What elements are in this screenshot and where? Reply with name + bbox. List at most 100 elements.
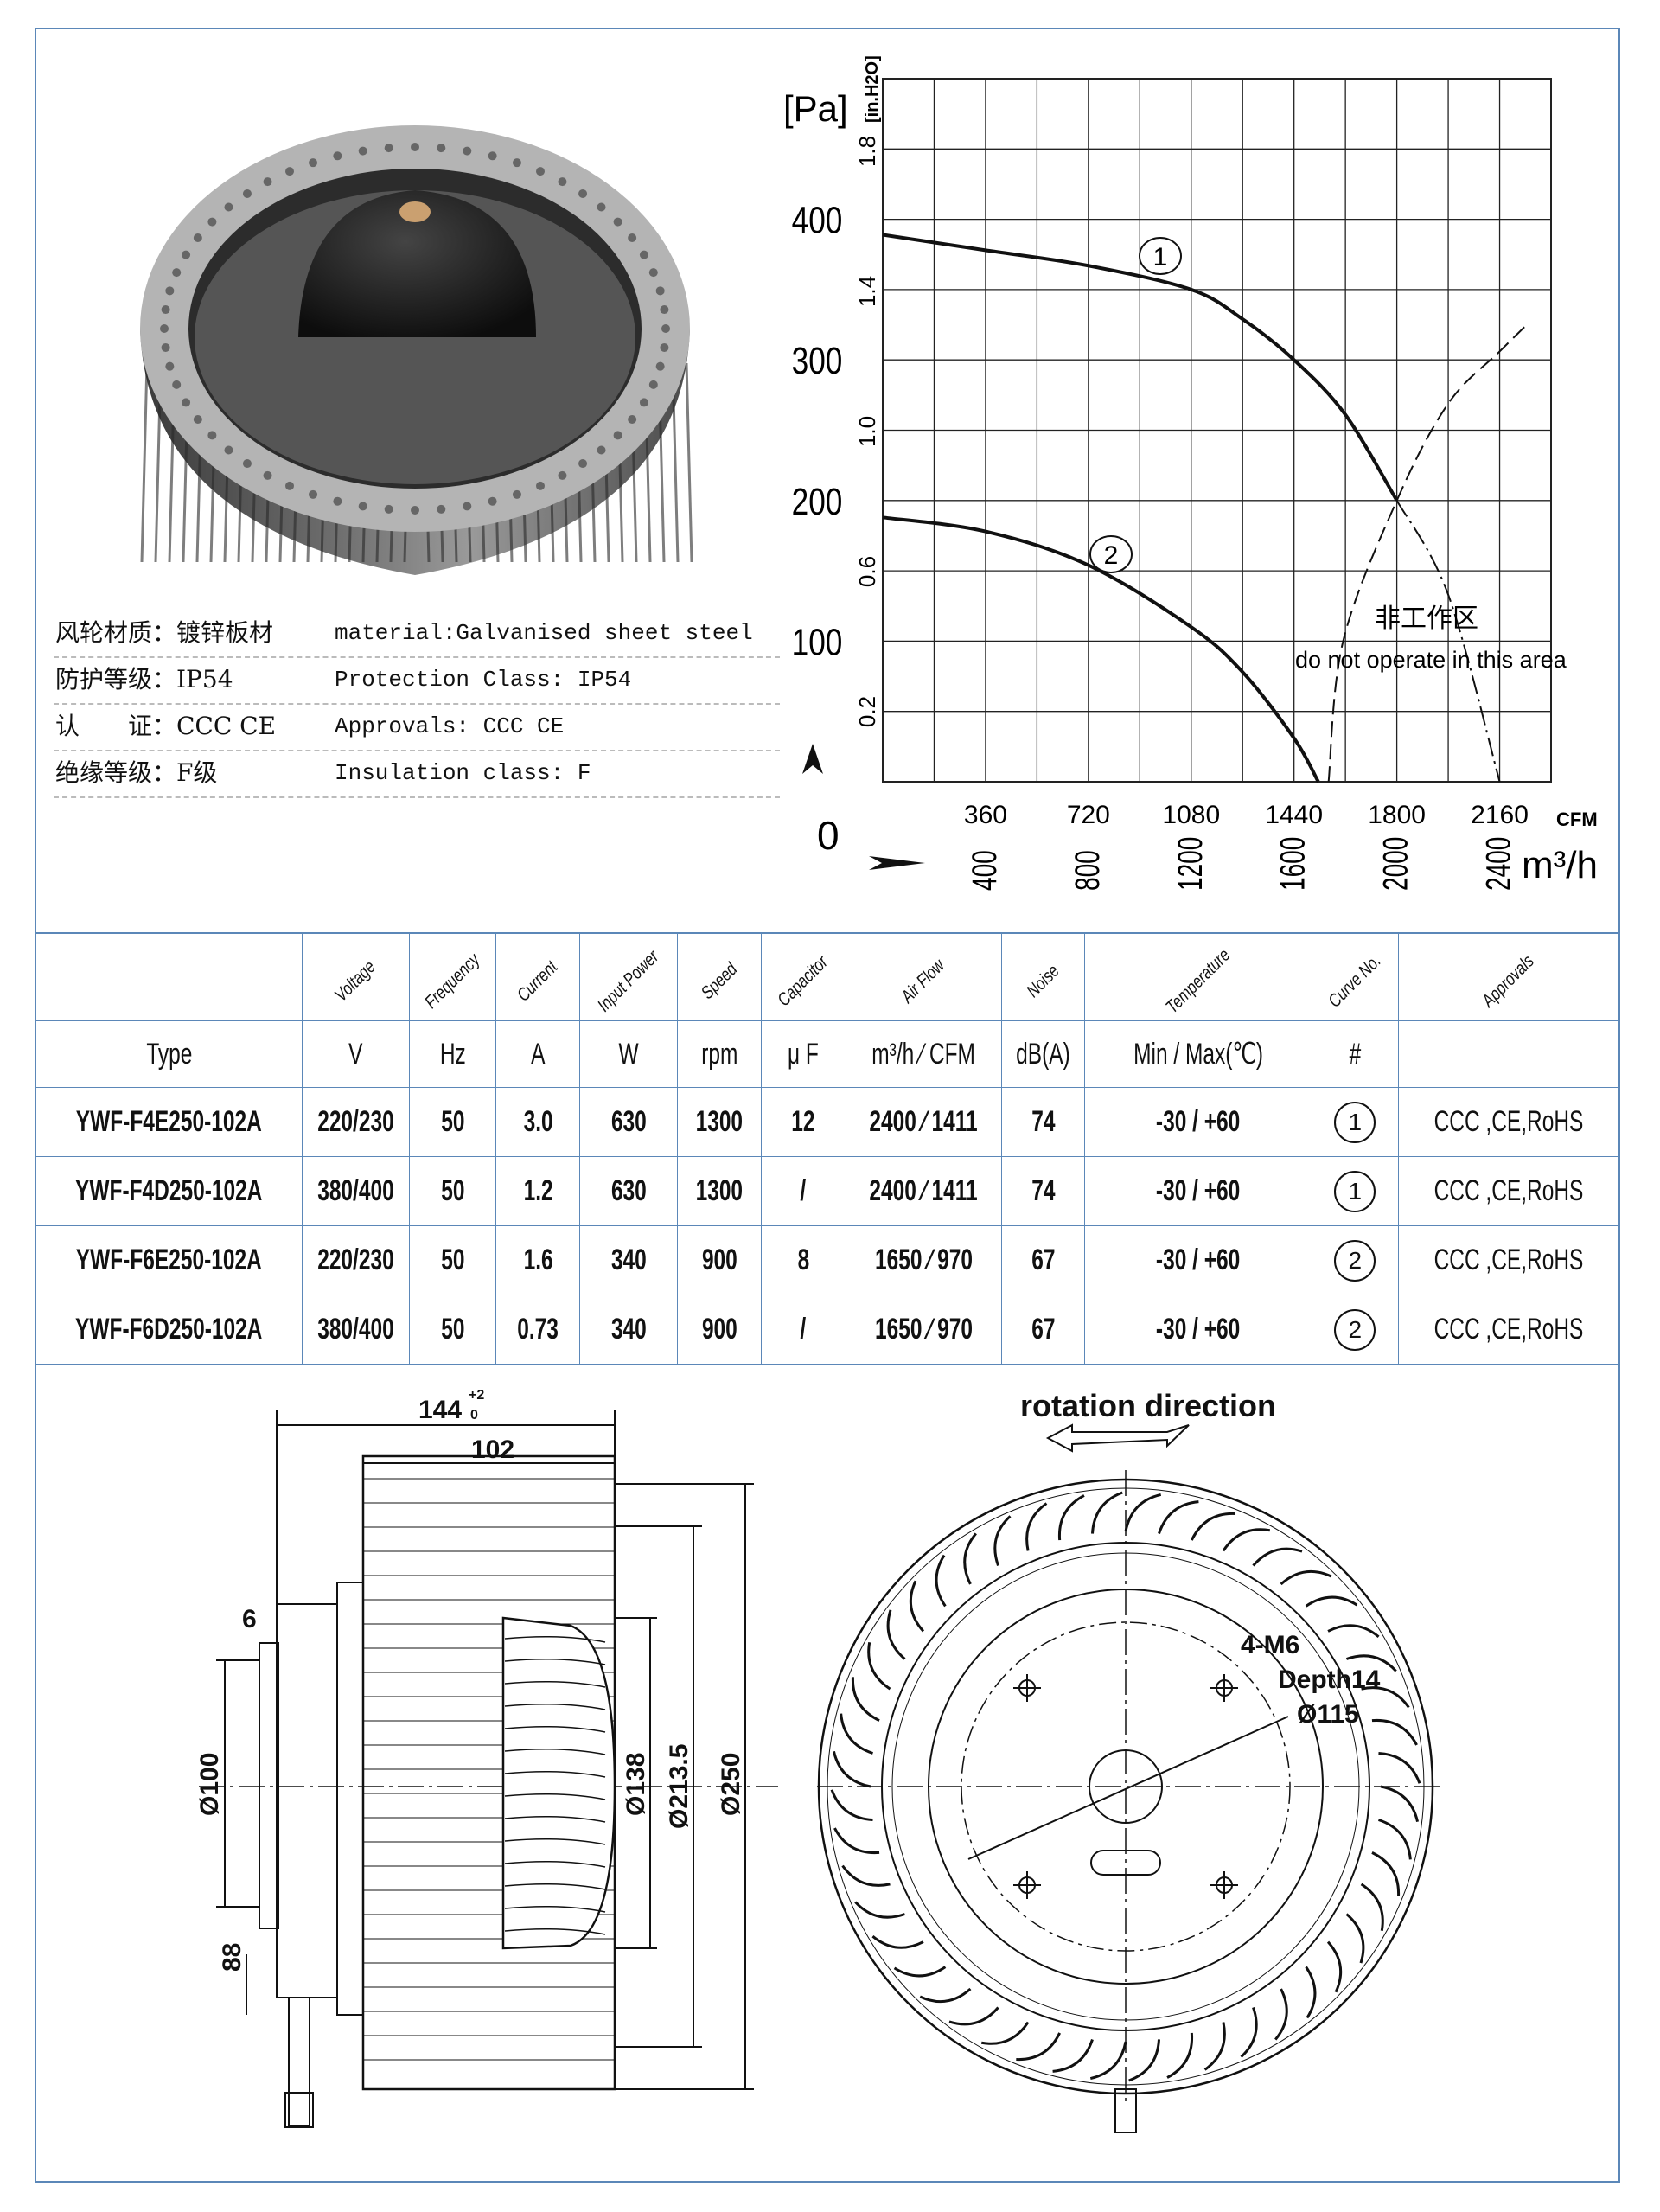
header-type: Type (35, 1020, 303, 1088)
table-cell: 50 (408, 1295, 497, 1365)
header-speed: Speed (677, 933, 762, 1021)
x-axis-label-m3h: m³/h (1522, 844, 1598, 886)
cell-value: 380/400 (317, 1313, 394, 1346)
table-cell: 2400 ⁄ 1411 (845, 1156, 1002, 1226)
header-label: Noise (1022, 960, 1063, 1001)
header-air-flow: Air Flow (845, 933, 1002, 1021)
x-tick-m3h: 1600 (1274, 837, 1312, 891)
table-cell: -30 / +60 (1084, 1295, 1312, 1365)
cell-value: 2400 ⁄ 1411 (869, 1105, 978, 1138)
dim-d138: Ø138 (622, 1753, 650, 1816)
cell-value: CCC ,CE,RoHS (1433, 1174, 1584, 1207)
series-line-1 (1395, 500, 1501, 783)
table-cell: 50 (408, 1156, 497, 1226)
y-tick-pa: 400 (792, 200, 843, 242)
unit-label: μ F (788, 1037, 819, 1071)
cell-value: 1650 ⁄ 970 (874, 1313, 973, 1346)
cell-value: 3.0 (523, 1105, 553, 1138)
unit-cell: Hz (408, 1020, 497, 1088)
x-tick-cfm: 2160 (1471, 801, 1529, 829)
curve-label-1: 1 (1153, 243, 1168, 272)
right-arrow-icon (869, 856, 925, 870)
cell-value: 340 (610, 1313, 647, 1346)
y-tick-inh2o: 1.8 (854, 136, 880, 167)
cell-value: -30 / +60 (1156, 1105, 1241, 1138)
table-cell: 380/400 (302, 1295, 410, 1365)
table-cell: 8 (760, 1225, 846, 1295)
cell-value: 50 (440, 1105, 465, 1138)
table-cell: 12 (760, 1087, 846, 1157)
table-cell: 1 (1311, 1087, 1399, 1157)
table-cell: 630 (579, 1156, 679, 1226)
table-cell: 340 (579, 1295, 679, 1365)
x-tick-cfm: 1080 (1162, 801, 1220, 829)
dim-144: 144 (418, 1396, 462, 1424)
header-label: Frequency (420, 949, 484, 1013)
cell-value: 220/230 (317, 1105, 394, 1138)
rotation-arrow-icon (1045, 1423, 1190, 1453)
cell-value: CCC ,CE,RoHS (1433, 1105, 1584, 1138)
unit-label: dB(A) (1016, 1037, 1070, 1071)
table-cell: 3.0 (495, 1087, 581, 1157)
table-cell: 50 (408, 1087, 497, 1157)
cell-value: 1.2 (523, 1174, 553, 1207)
unit-cell: dB(A) (1000, 1020, 1086, 1088)
header-current: Current (495, 933, 581, 1021)
cell-value: 67 (1031, 1313, 1056, 1346)
table-cell: -30 / +60 (1084, 1087, 1312, 1157)
dim-d250: Ø250 (717, 1753, 745, 1816)
table-cell: 67 (1000, 1295, 1086, 1365)
cell-value: 900 (701, 1313, 737, 1346)
table-cell: CCC ,CE,RoHS (1397, 1156, 1620, 1226)
series-line-2 (882, 515, 1320, 783)
x-tick-m3h: 1200 (1172, 837, 1210, 891)
cell-value: 630 (610, 1105, 647, 1138)
cell-value: YWF-F4E250-102A (76, 1105, 262, 1138)
table-cell: CCC ,CE,RoHS (1397, 1087, 1620, 1157)
up-arrow-icon (802, 744, 823, 774)
table-cell: CCC ,CE,RoHS (1397, 1225, 1620, 1295)
unit-label: rpm (700, 1037, 738, 1071)
table-cell: 1.2 (495, 1156, 581, 1226)
curve-label-2: 2 (1104, 541, 1119, 570)
table-cell: 74 (1000, 1087, 1086, 1157)
x-axis-label-cfm: CFM (1556, 809, 1598, 830)
curve-number-badge: 2 (1334, 1239, 1376, 1282)
unit-cell: V (302, 1020, 410, 1088)
y-axis-label-pa: [Pa] (783, 88, 848, 129)
table-cell: YWF-F6D250-102A (35, 1295, 303, 1365)
header-label: Approvals (1478, 950, 1539, 1011)
curve-number-badge: 2 (1334, 1308, 1376, 1351)
table-cell: 1300 (677, 1087, 762, 1157)
dim-88: 88 (218, 1943, 246, 1972)
table-cell: 2 (1311, 1225, 1399, 1295)
y-tick-inh2o: 0.2 (854, 696, 880, 727)
cell-value: 12 (791, 1105, 815, 1138)
cell-value: 50 (440, 1174, 465, 1207)
x-tick-cfm: 720 (1067, 801, 1110, 829)
unit-cell: m³/h ⁄ CFM (845, 1020, 1002, 1088)
table-cell: 1650 ⁄ 970 (845, 1225, 1002, 1295)
unit-cell: μ F (760, 1020, 846, 1088)
section-divider (35, 1364, 1620, 1365)
product-photo (140, 125, 693, 575)
unit-cell: # (1311, 1020, 1399, 1088)
table-cell: -30 / +60 (1084, 1225, 1312, 1295)
hole-label: 4-M6 (1241, 1631, 1299, 1659)
cell-value: 380/400 (317, 1174, 394, 1207)
table-cell: 1300 (677, 1156, 762, 1226)
side-view (199, 1410, 778, 2128)
cell-value: 67 (1031, 1243, 1056, 1276)
table-cell: -30 / +60 (1084, 1156, 1312, 1226)
header-label: Capacitor (774, 951, 833, 1010)
x-tick-cfm: 360 (964, 801, 1007, 829)
unit-cell: W (579, 1020, 679, 1088)
table-cell: YWF-F6E250-102A (35, 1225, 303, 1295)
header-input-power: Input Power (579, 933, 679, 1021)
y-tick-inh2o: 1.0 (854, 416, 880, 447)
